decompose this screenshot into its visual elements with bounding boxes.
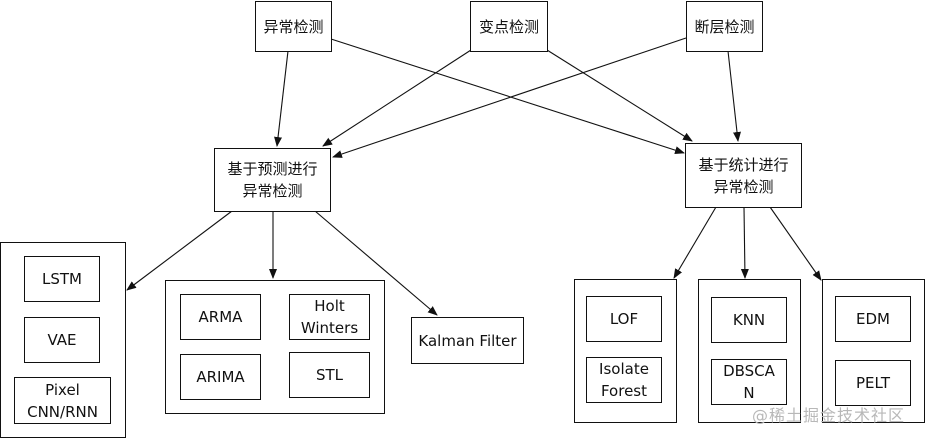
- node-label: 基于统计进行异常检测: [698, 155, 789, 196]
- node-label: 变点检测: [478, 17, 539, 36]
- node-statistics-based: 基于统计进行异常检测: [685, 143, 802, 208]
- node-anomaly-detection: 异常检测: [255, 1, 332, 52]
- method-label: Isolate Forest: [599, 360, 649, 400]
- node-label: 异常检测: [263, 17, 324, 36]
- arrow-prediction-to-kalman: [314, 210, 438, 316]
- method-label: VAE: [47, 331, 77, 349]
- method-dbscan: DBSCAN: [711, 359, 787, 405]
- arrow-statistics-to-group2: [740, 206, 749, 279]
- node-prediction-based: 基于预测进行异常检测: [214, 148, 331, 212]
- method-label: STL: [315, 366, 344, 384]
- method-label: LOF: [609, 310, 639, 328]
- method-label: Pixel CNN/RNN: [27, 380, 98, 421]
- node-label: 断层检测: [694, 17, 755, 36]
- arrow-fault-to-statistics: [727, 50, 741, 142]
- method-lstm: LSTM: [24, 256, 100, 302]
- method-label: LSTM: [42, 270, 82, 288]
- method-label: KNN: [732, 311, 766, 329]
- arrow-anomaly-to-prediction: [274, 50, 289, 147]
- arrow-anomaly-to-statistics: [330, 38, 685, 155]
- arrow-statistics-to-group1: [673, 206, 717, 279]
- method-knn: KNN: [711, 297, 787, 343]
- method-label: DBSCAN: [723, 362, 775, 402]
- node-label: 基于预测进行异常检测: [227, 160, 318, 200]
- method-label: PELT: [856, 374, 890, 392]
- method-kalman-filter: Kalman Filter: [411, 317, 524, 364]
- method-arma: ARMA: [180, 294, 261, 340]
- arrow-prediction-to-deep: [126, 210, 233, 291]
- node-changepoint-detection: 变点检测: [470, 1, 548, 52]
- method-arima: ARIMA: [180, 354, 261, 400]
- node-fault-detection: 断层检测: [686, 1, 763, 52]
- method-lof: LOF: [586, 296, 662, 342]
- method-label: Kalman Filter: [418, 331, 517, 350]
- method-label: Holt Winters: [300, 297, 359, 337]
- method-holt-winters: Holt Winters: [289, 294, 370, 340]
- method-label: EDM: [856, 310, 890, 328]
- method-stl: STL: [289, 352, 370, 398]
- group-statistics-1: [574, 279, 677, 423]
- arrow-changepoint-to-statistics: [546, 49, 693, 142]
- method-edm: EDM: [835, 296, 911, 342]
- method-isolate-forest: Isolate Forest: [586, 357, 662, 403]
- group-classic-models: [165, 280, 385, 414]
- method-vae: VAE: [24, 317, 100, 363]
- watermark: @稀土掘金技术社区: [752, 406, 906, 425]
- arrow-fault-to-prediction: [332, 37, 687, 158]
- method-label: ARIMA: [196, 368, 245, 386]
- group-statistics-2: [698, 279, 801, 423]
- arrow-statistics-to-group3: [769, 206, 822, 281]
- arrow-changepoint-to-prediction: [322, 49, 472, 147]
- method-pixel-cnn-rnn: Pixel CNN/RNN: [14, 377, 111, 424]
- method-label: ARMA: [198, 308, 243, 326]
- method-pelt: PELT: [835, 360, 911, 406]
